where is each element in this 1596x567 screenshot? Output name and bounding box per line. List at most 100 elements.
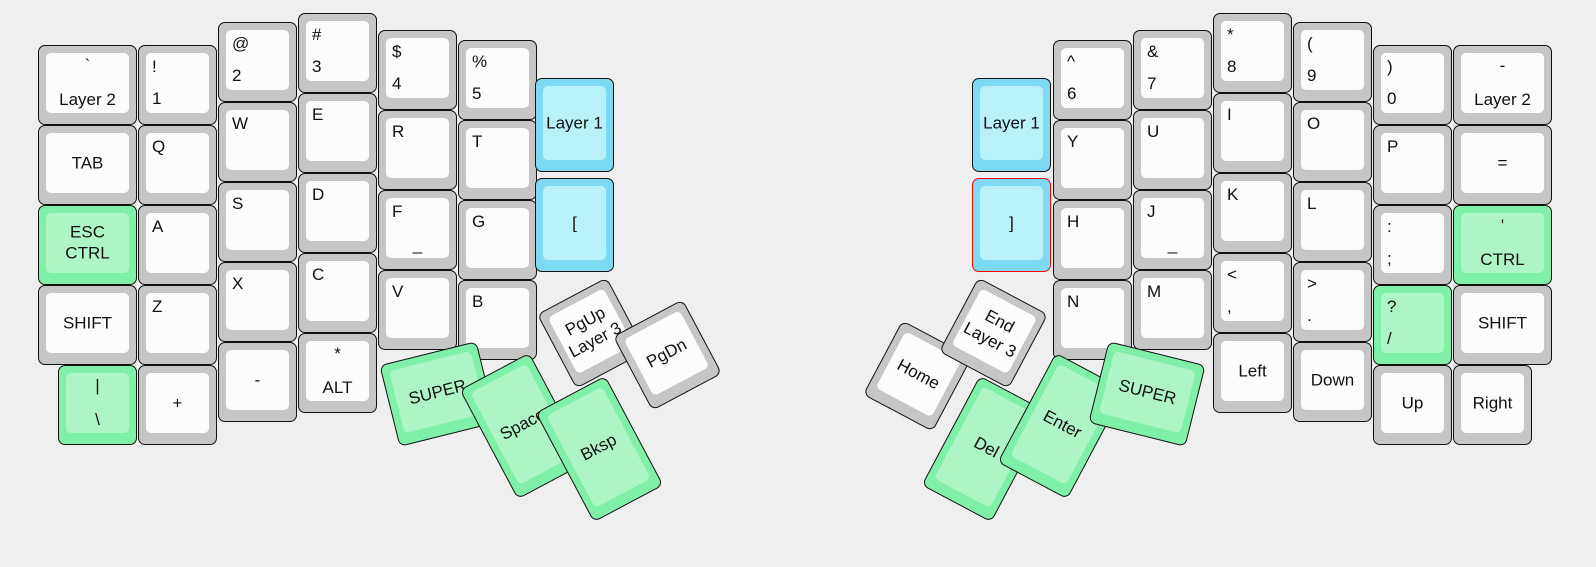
key-6[interactable]: ^ 6 [1053, 40, 1132, 120]
keycap-face: Y [1061, 128, 1124, 188]
key-period[interactable]: > . [1293, 262, 1372, 342]
legend-top: C [312, 265, 325, 284]
key-k[interactable]: K [1213, 173, 1292, 253]
legend-center: Layer 1 [546, 113, 603, 133]
key-ctrl-quote[interactable]: ' CTRL [1453, 205, 1552, 285]
key-7[interactable]: & 7 [1133, 30, 1212, 110]
keycap-face: C [306, 261, 369, 321]
legend-top: * [334, 344, 341, 363]
key-o[interactable]: O [1293, 102, 1372, 182]
key-f[interactable]: F _ [378, 190, 457, 270]
key-d[interactable]: D [298, 173, 377, 253]
key-tab[interactable]: TAB [38, 125, 137, 205]
keycap-face: ( 9 [1301, 30, 1364, 90]
keycap-face: R [386, 118, 449, 178]
keycap-face: ' CTRL [1461, 213, 1544, 273]
legend-bottom: 8 [1227, 57, 1237, 76]
key-t[interactable]: T [458, 120, 537, 200]
key-shift-right[interactable]: SHIFT [1453, 285, 1552, 365]
keycap-face: = [1461, 133, 1544, 193]
key-bracket-left[interactable]: [ [535, 178, 614, 272]
key-left[interactable]: Left [1213, 333, 1292, 413]
key-s[interactable]: S [218, 182, 297, 262]
key-4[interactable]: $ 4 [378, 30, 457, 110]
key-right[interactable]: Right [1453, 365, 1532, 445]
key-a[interactable]: A [138, 205, 217, 285]
legend-bottom: / [1387, 329, 1392, 348]
key-1[interactable]: ! 1 [138, 45, 217, 125]
key-g[interactable]: G [458, 200, 537, 280]
key-layer2-minus[interactable]: - Layer 2 [1453, 45, 1552, 125]
key-h[interactable]: H [1053, 200, 1132, 280]
legend-center: - [254, 370, 261, 390]
key-y[interactable]: Y [1053, 120, 1132, 200]
key-minus[interactable]: - [218, 342, 297, 422]
key-semicolon[interactable]: : ; [1373, 205, 1452, 285]
key-u[interactable]: U [1133, 110, 1212, 190]
legend-center: Right [1472, 393, 1513, 413]
key-up[interactable]: Up [1373, 365, 1452, 445]
legend-top: B [472, 292, 484, 311]
keycap-face: TAB [46, 133, 129, 193]
key-shift-left[interactable]: SHIFT [38, 285, 137, 365]
key-q[interactable]: Q [138, 125, 217, 205]
key-m[interactable]: M [1133, 270, 1212, 350]
legend-top: Y [1067, 132, 1079, 151]
key-alt[interactable]: * ALT [298, 333, 377, 413]
key-z[interactable]: Z [138, 285, 217, 365]
key-pipe-backslash[interactable]: | \ [58, 365, 137, 445]
key-e[interactable]: E [298, 93, 377, 173]
keycap-face: PgDn [623, 310, 710, 397]
key-comma[interactable]: < , [1213, 253, 1292, 333]
key-v[interactable]: V [378, 270, 457, 350]
key-super-right[interactable]: SUPER [1088, 341, 1206, 447]
key-down[interactable]: Down [1293, 342, 1372, 422]
key-r[interactable]: R [378, 110, 457, 190]
legend-top: J [1147, 202, 1156, 221]
legend-bottom: . [1307, 306, 1312, 325]
key-i[interactable]: I [1213, 93, 1292, 173]
key-w[interactable]: W [218, 102, 297, 182]
key-0[interactable]: ) 0 [1373, 45, 1452, 125]
legend-top: K [1227, 185, 1239, 204]
legend-bottom: Layer 2 [59, 90, 116, 109]
key-9[interactable]: ( 9 [1293, 22, 1372, 102]
keycap-face: Up [1381, 373, 1444, 433]
legend-top: < [1227, 265, 1237, 284]
key-bracket-right[interactable]: ] [972, 178, 1051, 272]
keycap-face: U [1141, 118, 1204, 178]
key-p[interactable]: P [1373, 125, 1452, 205]
key-layer2-backtick[interactable]: ` Layer 2 [38, 45, 137, 125]
keycap-face: X [226, 270, 289, 330]
key-pgdn[interactable]: PgDn [612, 299, 723, 411]
legend-top: @ [232, 34, 250, 53]
key-8[interactable]: * 8 [1213, 13, 1292, 93]
key-3[interactable]: # 3 [298, 13, 377, 93]
legend-top: $ [392, 42, 402, 61]
key-equals[interactable]: = [1453, 125, 1552, 205]
legend-top: & [1147, 42, 1159, 61]
key-b[interactable]: B [458, 280, 537, 360]
key-x[interactable]: X [218, 262, 297, 342]
legend-center: = [1497, 153, 1508, 173]
key-2[interactable]: @ 2 [218, 22, 297, 102]
legend-top: W [232, 114, 249, 133]
legend-bottom: Layer 2 [1474, 90, 1531, 109]
key-layer1-right[interactable]: Layer 1 [972, 78, 1051, 172]
keycap-face: * ALT [306, 341, 369, 401]
key-5[interactable]: % 5 [458, 40, 537, 120]
legend-top: L [1307, 194, 1317, 213]
key-layer1-left[interactable]: Layer 1 [535, 78, 614, 172]
key-slash[interactable]: ? / [1373, 285, 1452, 365]
key-c[interactable]: C [298, 253, 377, 333]
key-plus[interactable]: + [138, 365, 217, 445]
key-bksp[interactable]: Bksp [535, 375, 664, 523]
legend-bottom: 3 [312, 57, 322, 76]
key-l[interactable]: L [1293, 182, 1372, 262]
key-j[interactable]: J _ [1133, 190, 1212, 270]
keycap-face: Z [146, 293, 209, 353]
legend-center: [ [572, 213, 577, 233]
